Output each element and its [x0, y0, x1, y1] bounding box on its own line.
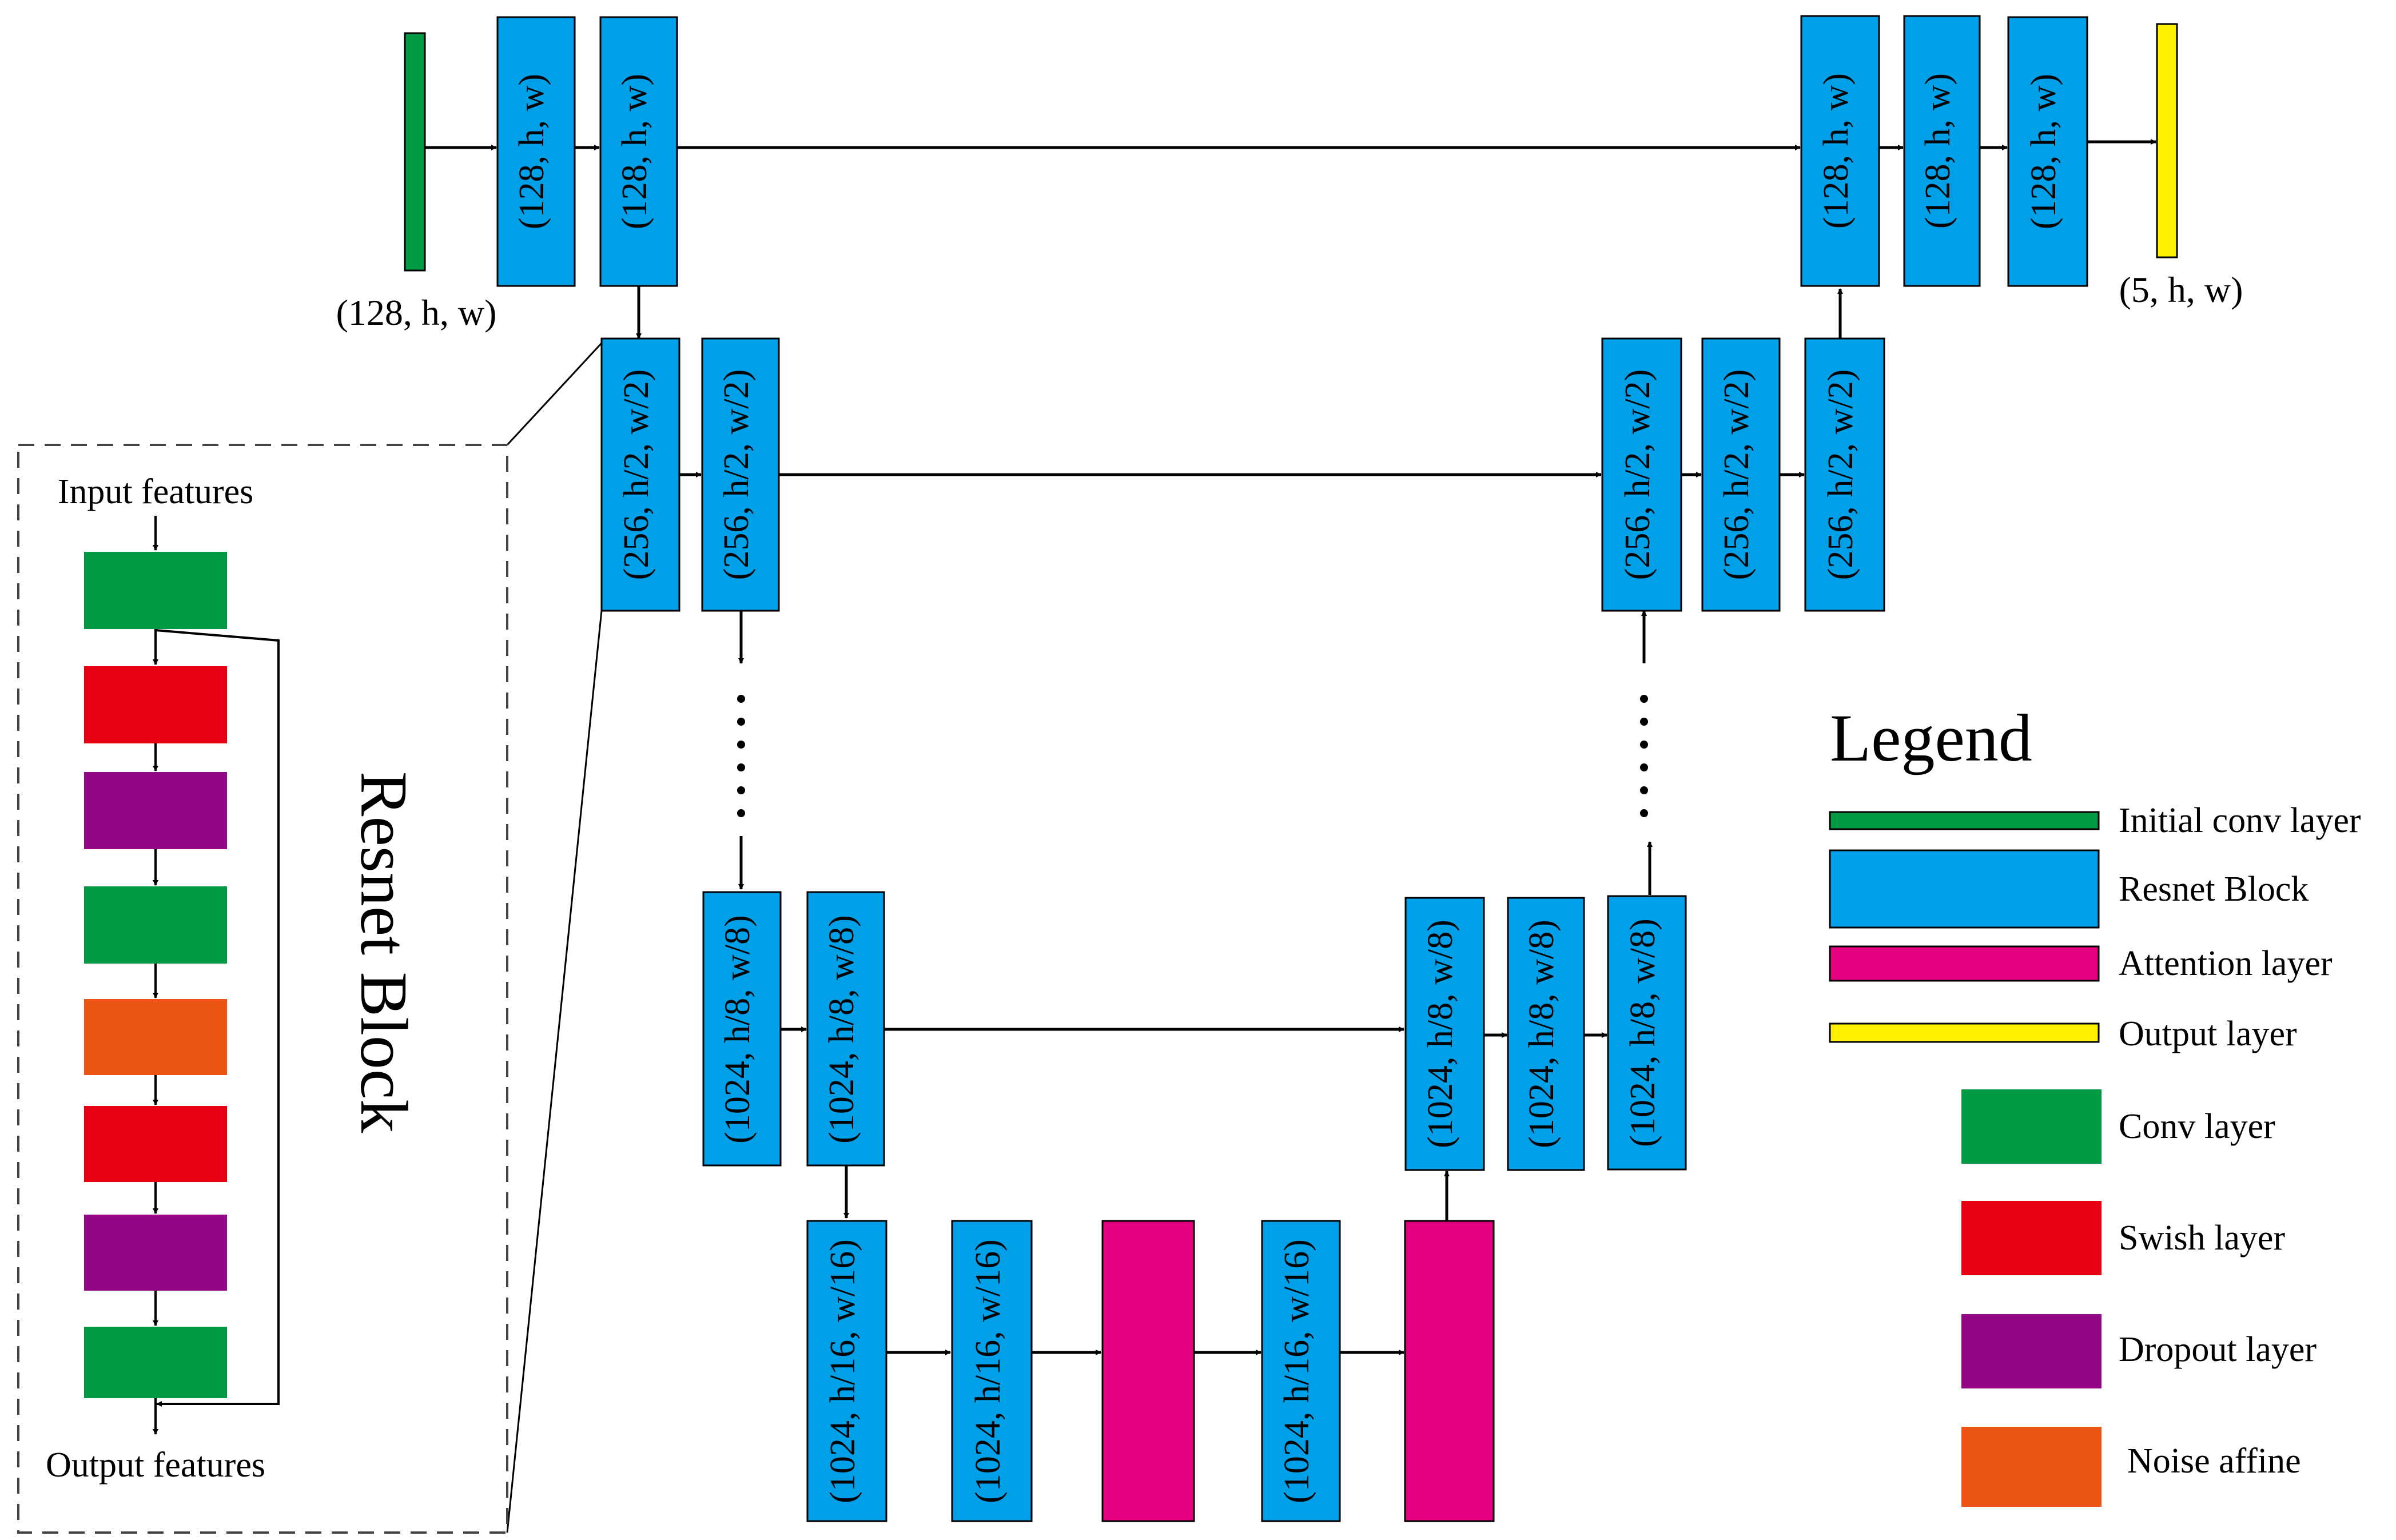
legend-swatch — [1829, 849, 2100, 929]
svg-text:(128, h, w): (128, h, w) — [1919, 73, 1957, 229]
legend-item-conv: Conv layer — [1961, 1089, 2275, 1164]
legend-swatch — [1829, 811, 2100, 830]
svg-text:(1024, h/8, w/8): (1024, h/8, w/8) — [1623, 918, 1662, 1147]
conv-layer-1 — [84, 552, 227, 629]
zoom-line — [506, 610, 603, 1533]
resnet-block-detail: Input features Output features Resnet Bl… — [17, 444, 508, 1534]
svg-text:(1024, h/8, w/8): (1024, h/8, w/8) — [822, 915, 861, 1144]
connections — [425, 139, 2156, 1355]
legend-label: Attention layer — [2119, 944, 2333, 983]
block-1024-8-3: (1024, h/8, w/8) — [1404, 897, 1485, 1171]
resnet-block-title: Resnet Block — [347, 771, 421, 1133]
svg-text:(128, h, w): (128, h, w) — [2024, 74, 2063, 229]
ellipsis-dots — [737, 695, 1648, 817]
output-shape-label: (5, h, w) — [2119, 269, 2243, 310]
resnet-detail-border — [17, 444, 508, 1534]
svg-text:(256, h/2, w/2): (256, h/2, w/2) — [1717, 369, 1756, 580]
svg-text:(256, h/2, w/2): (256, h/2, w/2) — [1618, 369, 1657, 580]
legend-item-resnet-block: Resnet Block — [1829, 849, 2309, 929]
block-128-5: (128, h, w) — [2007, 16, 2088, 287]
block-256-2: (256, h/2, w/2) — [701, 337, 780, 612]
legend-item-initial-conv: Initial conv layer — [1829, 801, 2361, 840]
attention-layer-2 — [1404, 1220, 1495, 1522]
block-256-5: (256, h/2, w/2) — [1804, 337, 1885, 612]
legend-label: Conv layer — [2119, 1107, 2275, 1146]
legend: Legend Initial conv layer Resnet Block A… — [1829, 701, 2361, 1507]
svg-text:(128, h, w): (128, h, w) — [615, 74, 654, 229]
legend-label: Noise affine — [2127, 1442, 2301, 1481]
legend-swatch — [1829, 1022, 2100, 1043]
block-128-3: (128, h, w) — [1800, 15, 1880, 287]
legend-item-output: Output layer — [1829, 1014, 2297, 1053]
block-128-4: (128, h, w) — [1903, 15, 1981, 287]
zoom-line — [506, 342, 603, 446]
svg-text:(1024, h/16, w/16): (1024, h/16, w/16) — [969, 1239, 1008, 1503]
conv-layer-2 — [84, 886, 227, 964]
legend-label: Dropout layer — [2119, 1330, 2317, 1369]
legend-title: Legend — [1830, 701, 2032, 775]
legend-item-noise-affine: Noise affine — [1961, 1427, 2301, 1507]
dropout-layer-2 — [84, 1215, 227, 1291]
resnet-blocks: (128, h, w) (128, h, w) (128, h, w) (128… — [496, 15, 2088, 1522]
dropout-layer-1 — [84, 772, 227, 849]
legend-label: Initial conv layer — [2119, 801, 2361, 840]
block-128-2: (128, h, w) — [599, 16, 678, 287]
legend-swatch — [1829, 945, 2100, 982]
svg-text:(1024, h/8, w/8): (1024, h/8, w/8) — [718, 915, 757, 1144]
initial-conv-layer — [404, 32, 426, 272]
output-layer — [2156, 23, 2178, 258]
block-1024-8-5: (1024, h/8, w/8) — [1607, 895, 1687, 1171]
svg-text:(128, h, w): (128, h, w) — [512, 74, 551, 229]
legend-swatch — [1961, 1089, 2102, 1164]
block-256-3: (256, h/2, w/2) — [1601, 337, 1682, 612]
legend-label: Resnet Block — [2119, 870, 2309, 909]
block-1024-8-1: (1024, h/8, w/8) — [702, 891, 782, 1167]
legend-swatch — [1961, 1314, 2102, 1388]
legend-label: Swish layer — [2119, 1219, 2285, 1258]
input-features-label: Input features — [58, 472, 254, 511]
legend-label: Output layer — [2119, 1014, 2297, 1053]
legend-swatch — [1961, 1201, 2102, 1275]
svg-text:(1024, h/8, w/8): (1024, h/8, w/8) — [1522, 920, 1561, 1148]
block-128-1: (128, h, w) — [496, 16, 576, 287]
block-1024-16-3: (1024, h/16, w/16) — [1261, 1220, 1341, 1522]
legend-item-attention: Attention layer — [1829, 944, 2333, 983]
block-1024-8-2: (1024, h/8, w/8) — [806, 891, 885, 1167]
svg-text:(128, h, w): (128, h, w) — [1817, 73, 1856, 229]
input-shape-label: (128, h, w) — [336, 292, 497, 333]
swish-layer-1 — [84, 666, 227, 743]
legend-item-dropout: Dropout layer — [1961, 1314, 2317, 1388]
block-256-1: (256, h/2, w/2) — [600, 337, 680, 612]
conv-layer-3 — [84, 1327, 227, 1398]
svg-text:(256, h/2, w/2): (256, h/2, w/2) — [717, 369, 756, 580]
svg-text:(256, h/2, w/2): (256, h/2, w/2) — [1821, 369, 1860, 580]
output-features-label: Output features — [46, 1446, 265, 1485]
swish-layer-2 — [84, 1106, 227, 1182]
attention-layer-1 — [1101, 1220, 1195, 1522]
svg-text:(1024, h/16, w/16): (1024, h/16, w/16) — [1277, 1239, 1316, 1503]
noise-affine-layer — [84, 999, 227, 1075]
svg-text:(1024, h/8, w/8): (1024, h/8, w/8) — [1421, 920, 1460, 1148]
legend-swatch — [1961, 1427, 2102, 1507]
block-1024-16-1: (1024, h/16, w/16) — [806, 1220, 887, 1522]
block-256-4: (256, h/2, w/2) — [1701, 337, 1781, 612]
svg-text:(1024, h/16, w/16): (1024, h/16, w/16) — [823, 1239, 862, 1503]
block-1024-8-4: (1024, h/8, w/8) — [1507, 897, 1585, 1171]
legend-item-swish: Swish layer — [1961, 1201, 2285, 1275]
block-1024-16-2: (1024, h/16, w/16) — [951, 1220, 1033, 1522]
svg-text:(256, h/2, w/2): (256, h/2, w/2) — [617, 369, 656, 580]
